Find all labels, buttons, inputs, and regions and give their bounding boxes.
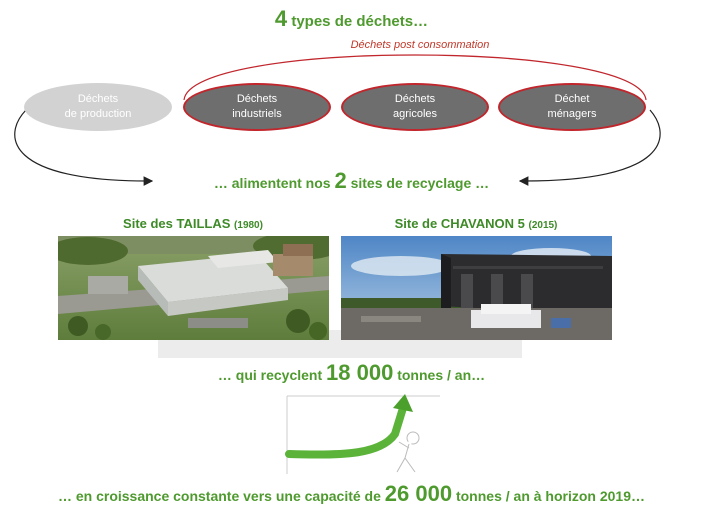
growth-prefix: … en croissance constante vers une capac… [57, 488, 385, 504]
post-consumption-label: Déchets post consommation [350, 39, 490, 51]
growth-statement: … en croissance constante vers une capac… [0, 481, 703, 507]
site-year: (1980) [234, 220, 263, 231]
feed-statement: … alimentent nos 2 sites de recyclage … [0, 168, 703, 194]
waste-type-label-line2: ménagers [547, 108, 597, 120]
recycle-suffix: tonnes / an… [393, 367, 486, 383]
title-count: 4 [274, 6, 288, 31]
growth-suffix: tonnes / an à horizon 2019… [452, 488, 646, 504]
waste-type-label-line1: Déchets [236, 93, 278, 105]
growth-amount: 26 000 [384, 481, 453, 506]
site-title-taillas: Site des TAILLAS (1980) [58, 216, 328, 231]
post-consumption-arc [183, 54, 647, 101]
site-photo-taillas [58, 236, 329, 340]
flow-connectors [14, 54, 661, 186]
title-text: types de déchets… [287, 13, 429, 30]
right-return-arrow [518, 109, 661, 186]
waste-type-label-line1: Déchets [394, 93, 436, 105]
site-name: Site des TAILLAS [123, 216, 231, 231]
site-year: (2015) [528, 220, 558, 231]
recycle-statement: … qui recyclent 18 000 tonnes / an… [0, 360, 703, 386]
feed-suffix: sites de recyclage … [346, 175, 490, 191]
recycle-prefix: … qui recyclent [217, 367, 327, 383]
feed-count: 2 [334, 168, 347, 193]
waste-type-agricultural: Déchets agricoles [341, 83, 489, 131]
waste-type-label-line2: de production [64, 108, 132, 120]
waste-type-label-line1: Déchet [554, 93, 590, 105]
waste-type-production: Déchets de production [24, 83, 172, 131]
feed-prefix: … alimentent nos [213, 175, 335, 191]
waste-type-label-line2: agricoles [392, 108, 438, 120]
waste-type-label-line2: industriels [232, 108, 282, 120]
growth-arrow-illustration [285, 394, 440, 475]
waste-type-industrial: Déchets industriels [183, 83, 331, 131]
diagram-title: 4 types de déchets… [0, 6, 703, 32]
left-return-arrow [14, 109, 154, 186]
waste-type-label-line1: Déchets [77, 93, 119, 105]
recycle-amount: 18 000 [326, 360, 394, 385]
site-photo-chavanon [341, 236, 612, 340]
site-title-chavanon: Site de CHAVANON 5 (2015) [340, 216, 612, 231]
waste-type-household: Déchet ménagers [498, 83, 646, 131]
site-name: Site de CHAVANON 5 [394, 216, 525, 231]
